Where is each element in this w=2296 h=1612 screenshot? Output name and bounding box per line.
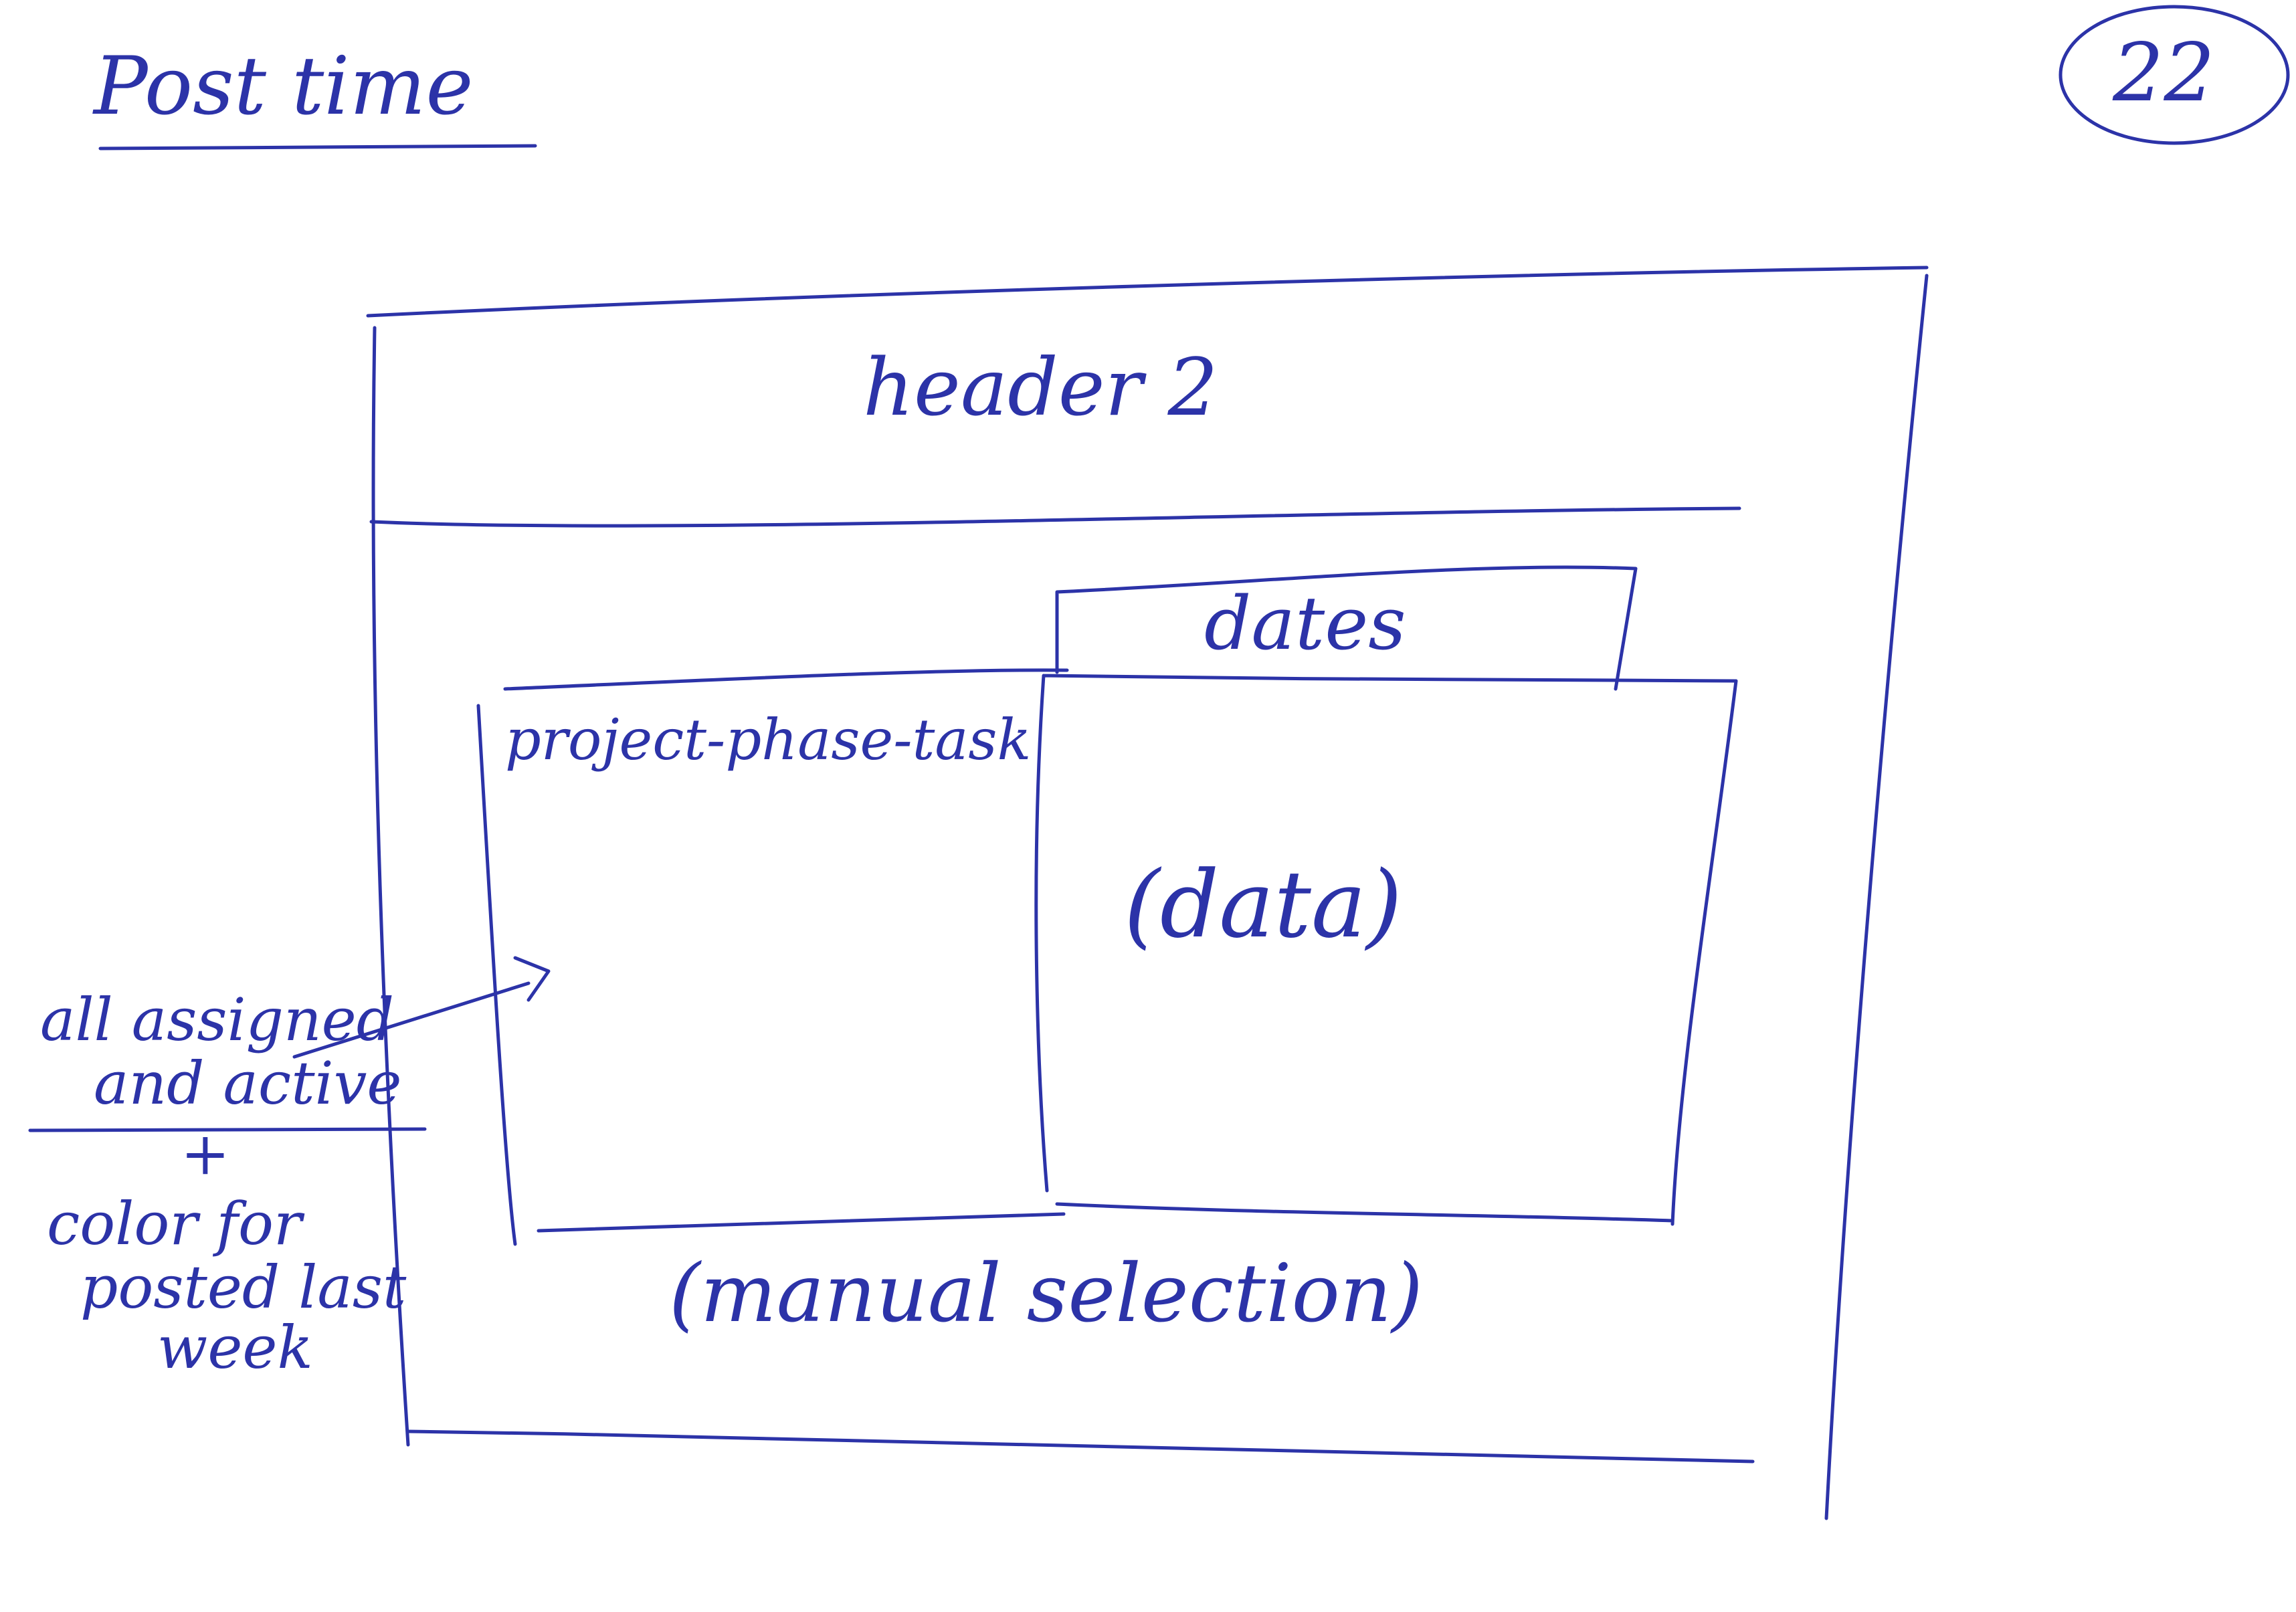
- page-number-circle: [2059, 5, 2290, 145]
- tree-expand-arrow-icon: [513, 956, 551, 1002]
- annotation-pointer-line: [292, 981, 531, 1059]
- title-underline: [98, 144, 537, 150]
- window-right-edge: [1824, 274, 1929, 1520]
- dates-tab: dates: [1055, 565, 1638, 691]
- annotation-line-3: color for: [47, 1189, 305, 1258]
- dates-tab-outline: [1055, 565, 1638, 691]
- window-frame: [366, 266, 1929, 1520]
- window-left-edge: [371, 326, 410, 1447]
- annotation-divider: [28, 1127, 427, 1132]
- tree-panel-bottom: [537, 1212, 1066, 1233]
- data-panel-label: (data): [1124, 851, 1402, 959]
- tree-panel-top: [503, 668, 1069, 691]
- tree-panel-left: [476, 704, 517, 1246]
- dates-label: dates: [1204, 581, 1406, 666]
- window-bottom-edge: [406, 1429, 1755, 1464]
- header-divider: [369, 506, 1741, 528]
- tree-panel-label: project-phase-task: [505, 707, 1031, 773]
- header-section: header 2: [369, 341, 1741, 528]
- page-title-group: Post time: [92, 40, 537, 150]
- footer-label: (manual selection): [669, 1247, 1423, 1340]
- annotation-line-5: week: [157, 1313, 313, 1382]
- page-number: 22: [2112, 27, 2215, 120]
- data-panel-outline: [1034, 674, 1738, 1226]
- annotation-line-4: posted last: [80, 1253, 407, 1322]
- page-number-badge: 22: [2059, 5, 2290, 145]
- tree-panel: project-phase-task: [476, 668, 1069, 1246]
- footer-section: (manual selection): [669, 1247, 1423, 1340]
- side-annotation: all assigned and active + color for post…: [28, 981, 531, 1382]
- page-title: Post time: [92, 40, 473, 133]
- data-panel: (data): [1034, 674, 1738, 1226]
- annotation-plus: +: [181, 1119, 230, 1188]
- window-top-edge: [366, 266, 1929, 318]
- header-label: header 2: [863, 341, 1218, 433]
- annotation-line-2: and active: [94, 1049, 402, 1118]
